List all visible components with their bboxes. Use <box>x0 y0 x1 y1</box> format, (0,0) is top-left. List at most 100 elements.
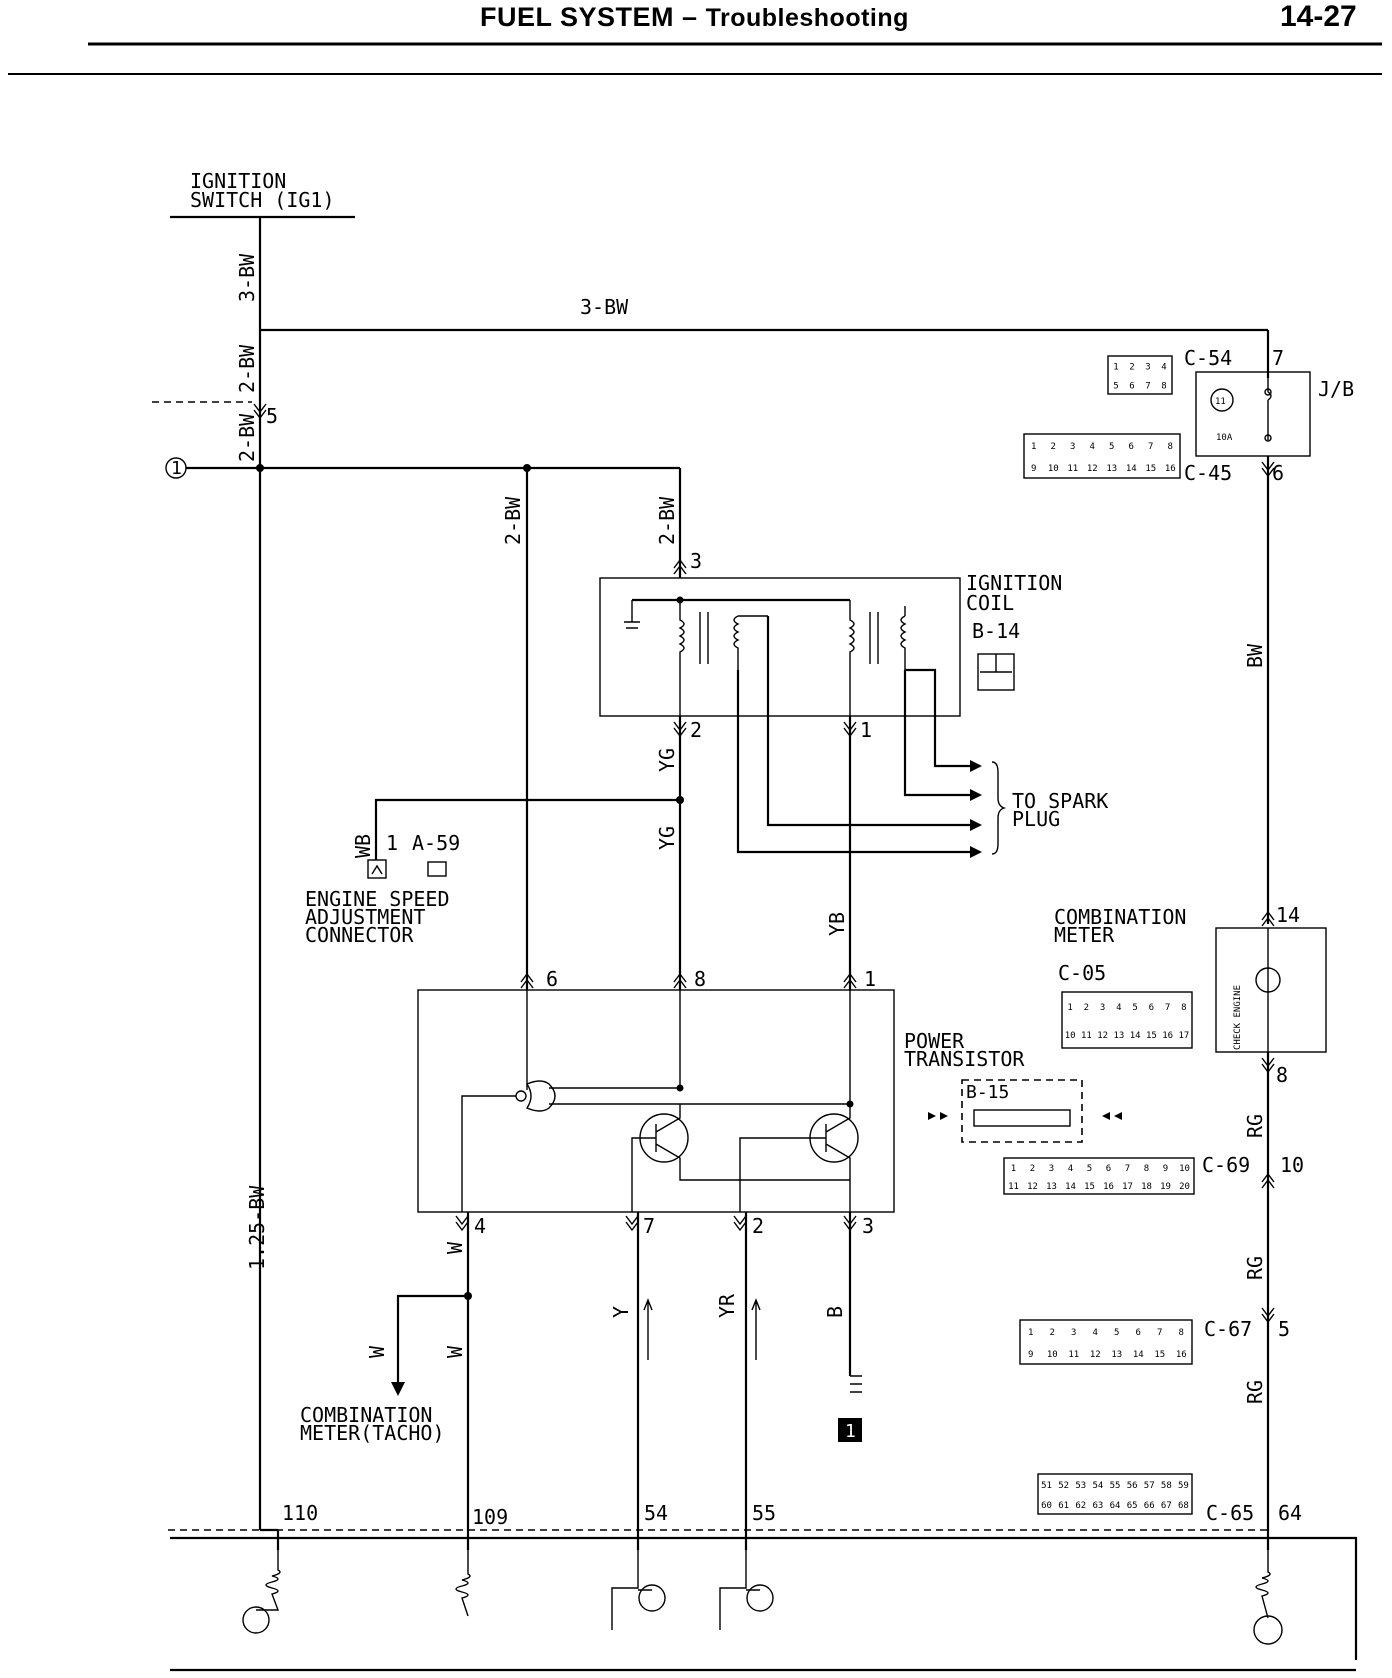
c05-pin: 13 <box>1113 1031 1124 1041</box>
c65-pin: 63 <box>1092 1501 1103 1511</box>
c45-pin: 15 <box>1145 464 1156 474</box>
wire-label-bw: BW <box>1243 643 1267 668</box>
c45-label: C-45 <box>1184 461 1232 485</box>
power-transistor-connector <box>961 1079 1083 1143</box>
c67-pin: 2 <box>1050 1328 1055 1338</box>
fuse-number: 11 <box>1215 397 1226 407</box>
c67-pin: 1 <box>1028 1328 1033 1338</box>
c05-pin: 7 <box>1165 1003 1170 1013</box>
c05-pin: 4 <box>1116 1003 1121 1013</box>
c69-pin: 4 <box>1068 1164 1073 1174</box>
c65-pin: 51 <box>1041 1481 1052 1491</box>
spark-lead-3 <box>766 616 980 827</box>
c45-pin: 6 <box>1129 442 1134 452</box>
c45-pin: 9 <box>1031 464 1036 474</box>
c67-pin: 7 <box>1157 1328 1162 1338</box>
c05-pin: 11 <box>1081 1031 1092 1041</box>
terminal-6-pt: 6 <box>546 967 558 991</box>
wire-label-yg-2: YG <box>655 826 679 850</box>
c67-pin: 4 <box>1093 1328 1098 1338</box>
section-title: FUEL SYSTEM <box>480 2 675 32</box>
c69-pin: 10 <box>1179 1164 1190 1174</box>
terminal-4-pt: 4 <box>474 1214 486 1238</box>
terminal-8-pt: 8 <box>694 967 706 991</box>
c65-pin: 52 <box>1058 1481 1069 1491</box>
c65-pin: 62 <box>1075 1501 1086 1511</box>
c54-pin: 4 <box>1161 363 1166 373</box>
c69-pin: 11 <box>1008 1182 1019 1192</box>
marker-circle-1-label: 1 <box>171 458 182 479</box>
c54-pin: 6 <box>1129 382 1134 392</box>
engine-speed-label-2: ADJUSTMENT <box>305 905 425 929</box>
wire-label-yr: YR <box>715 1293 739 1318</box>
c67-pin: 11 <box>1068 1350 1079 1360</box>
ecu-circuit-54 <box>611 1550 666 1630</box>
wire-label-rg-2: RG <box>1243 1256 1267 1280</box>
c54-pin: 3 <box>1145 363 1150 373</box>
c65-pin: 57 <box>1144 1481 1155 1491</box>
c54-pin: 8 <box>1161 382 1166 392</box>
c65-pin: 53 <box>1075 1481 1086 1491</box>
c65-pin: 55 <box>1110 1481 1121 1491</box>
ecu-circuit-110 <box>242 1550 281 1634</box>
wire-label-yg-1: YG <box>655 748 679 772</box>
c67-pin: 10 <box>1047 1350 1058 1360</box>
combination-meter-code: C-05 <box>1058 961 1106 985</box>
terminal-64: 64 <box>1278 1501 1302 1525</box>
fuse-rating: 10A <box>1216 433 1233 443</box>
c05-pin: 3 <box>1100 1003 1105 1013</box>
c45-pin: 1 <box>1031 442 1036 452</box>
c45-pin: 11 <box>1067 464 1078 474</box>
wire-wb <box>374 798 680 860</box>
c54-pin: 2 <box>1129 363 1134 373</box>
c65-pin: 60 <box>1041 1501 1052 1511</box>
terminal-54: 54 <box>644 1501 668 1525</box>
engine-speed-label-3: CONNECTOR <box>305 923 414 947</box>
terminal-8-meter: 8 <box>1276 1063 1288 1087</box>
connector-chevron-3 <box>673 558 687 575</box>
terminal-6-jb: 6 <box>1272 461 1284 485</box>
c67-label: C-67 <box>1204 1317 1252 1341</box>
junction-block-box <box>1195 371 1311 457</box>
tacho-label-1: COMBINATION <box>300 1403 432 1427</box>
c69-pin: 9 <box>1163 1164 1168 1174</box>
c05-pin: 1 <box>1067 1003 1072 1013</box>
coil-secondary-2 <box>900 615 907 670</box>
coil-primary-2 <box>848 600 855 716</box>
c69-pin: 7 <box>1125 1164 1130 1174</box>
terminal-1-a59: 1 <box>386 831 398 855</box>
nor-gate <box>525 1080 556 1112</box>
c45-pin: 4 <box>1090 442 1095 452</box>
c69-pin: 19 <box>1160 1182 1171 1192</box>
c69-label: C-69 <box>1202 1153 1250 1177</box>
c05-pin: 14 <box>1130 1031 1141 1041</box>
title-separator: – <box>682 2 698 32</box>
ignition-switch-label-1: IGNITION <box>190 169 286 193</box>
c05-pin: 6 <box>1149 1003 1154 1013</box>
c69-pin: 18 <box>1141 1182 1152 1192</box>
c69-pin: 15 <box>1084 1182 1095 1192</box>
c05-pin: 10 <box>1065 1031 1076 1041</box>
terminal-7: 7 <box>1272 346 1284 370</box>
c65-pin: 61 <box>1058 1501 1069 1511</box>
terminal-14: 14 <box>1276 903 1300 927</box>
c65-pin: 59 <box>1178 1481 1189 1491</box>
c45-pin: 14 <box>1126 464 1137 474</box>
c54-pin: 7 <box>1145 382 1150 392</box>
terminal-7-pt: 7 <box>643 1214 655 1238</box>
c54-pin: 5 <box>1113 382 1118 392</box>
coil-primary-1 <box>678 600 685 716</box>
ecu-circuit-64 <box>1253 1550 1283 1645</box>
c67-pin: 8 <box>1179 1328 1184 1338</box>
c45-pin: 16 <box>1165 464 1176 474</box>
subsection-title: Troubleshooting <box>705 4 909 32</box>
terminal-5: 5 <box>266 404 278 428</box>
c67-connector <box>1019 1319 1193 1365</box>
terminal-3-coil: 3 <box>690 549 702 573</box>
wire-label-2bw-pt: 2-BW <box>501 496 525 545</box>
combination-meter-box <box>1215 927 1327 1053</box>
coil-capacitor <box>624 600 640 629</box>
c67-pin: 15 <box>1154 1350 1165 1360</box>
power-transistor-box <box>417 989 895 1213</box>
spark-plug-label-2: PLUG <box>1012 807 1060 831</box>
